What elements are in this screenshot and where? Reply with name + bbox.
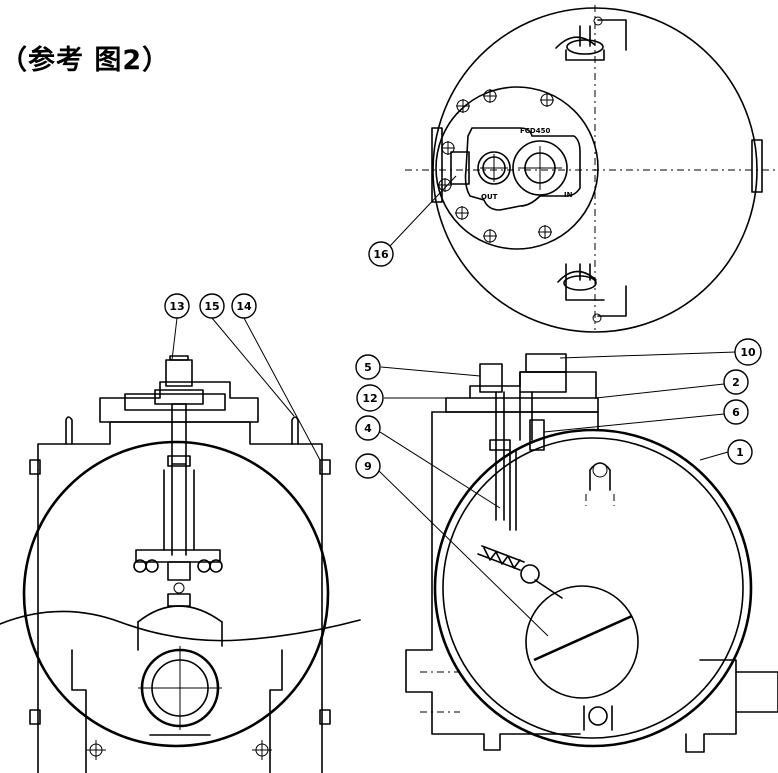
out-port-label: OUT [481,193,498,201]
cover-bolts [438,89,554,243]
callout-6: 6 [732,406,740,419]
callout-15: 15 [204,300,219,313]
material-label: FCD450 [520,127,550,135]
callout-9: 9 [364,460,372,473]
figure-heading: （参考 图2） [0,45,171,76]
front-view: 13 15 14 [0,293,361,773]
callout-14: 14 [236,300,252,313]
top-lifting-eye [555,16,627,61]
callout-16: 16 [373,248,389,261]
callout-10: 10 [740,346,756,359]
top-view: FCD450 OUT IN 16 [368,5,778,333]
in-port-label: IN [564,191,573,199]
callout-5: 5 [364,361,372,374]
bottom-lifting-eye [557,263,627,323]
callout-1: 1 [736,446,744,459]
callout-4: 4 [364,422,372,435]
callout-2: 2 [732,376,740,389]
callout-12: 12 [362,392,377,405]
callout-13: 13 [169,300,184,313]
side-view: 5 12 4 9 10 2 6 1 [355,338,778,753]
